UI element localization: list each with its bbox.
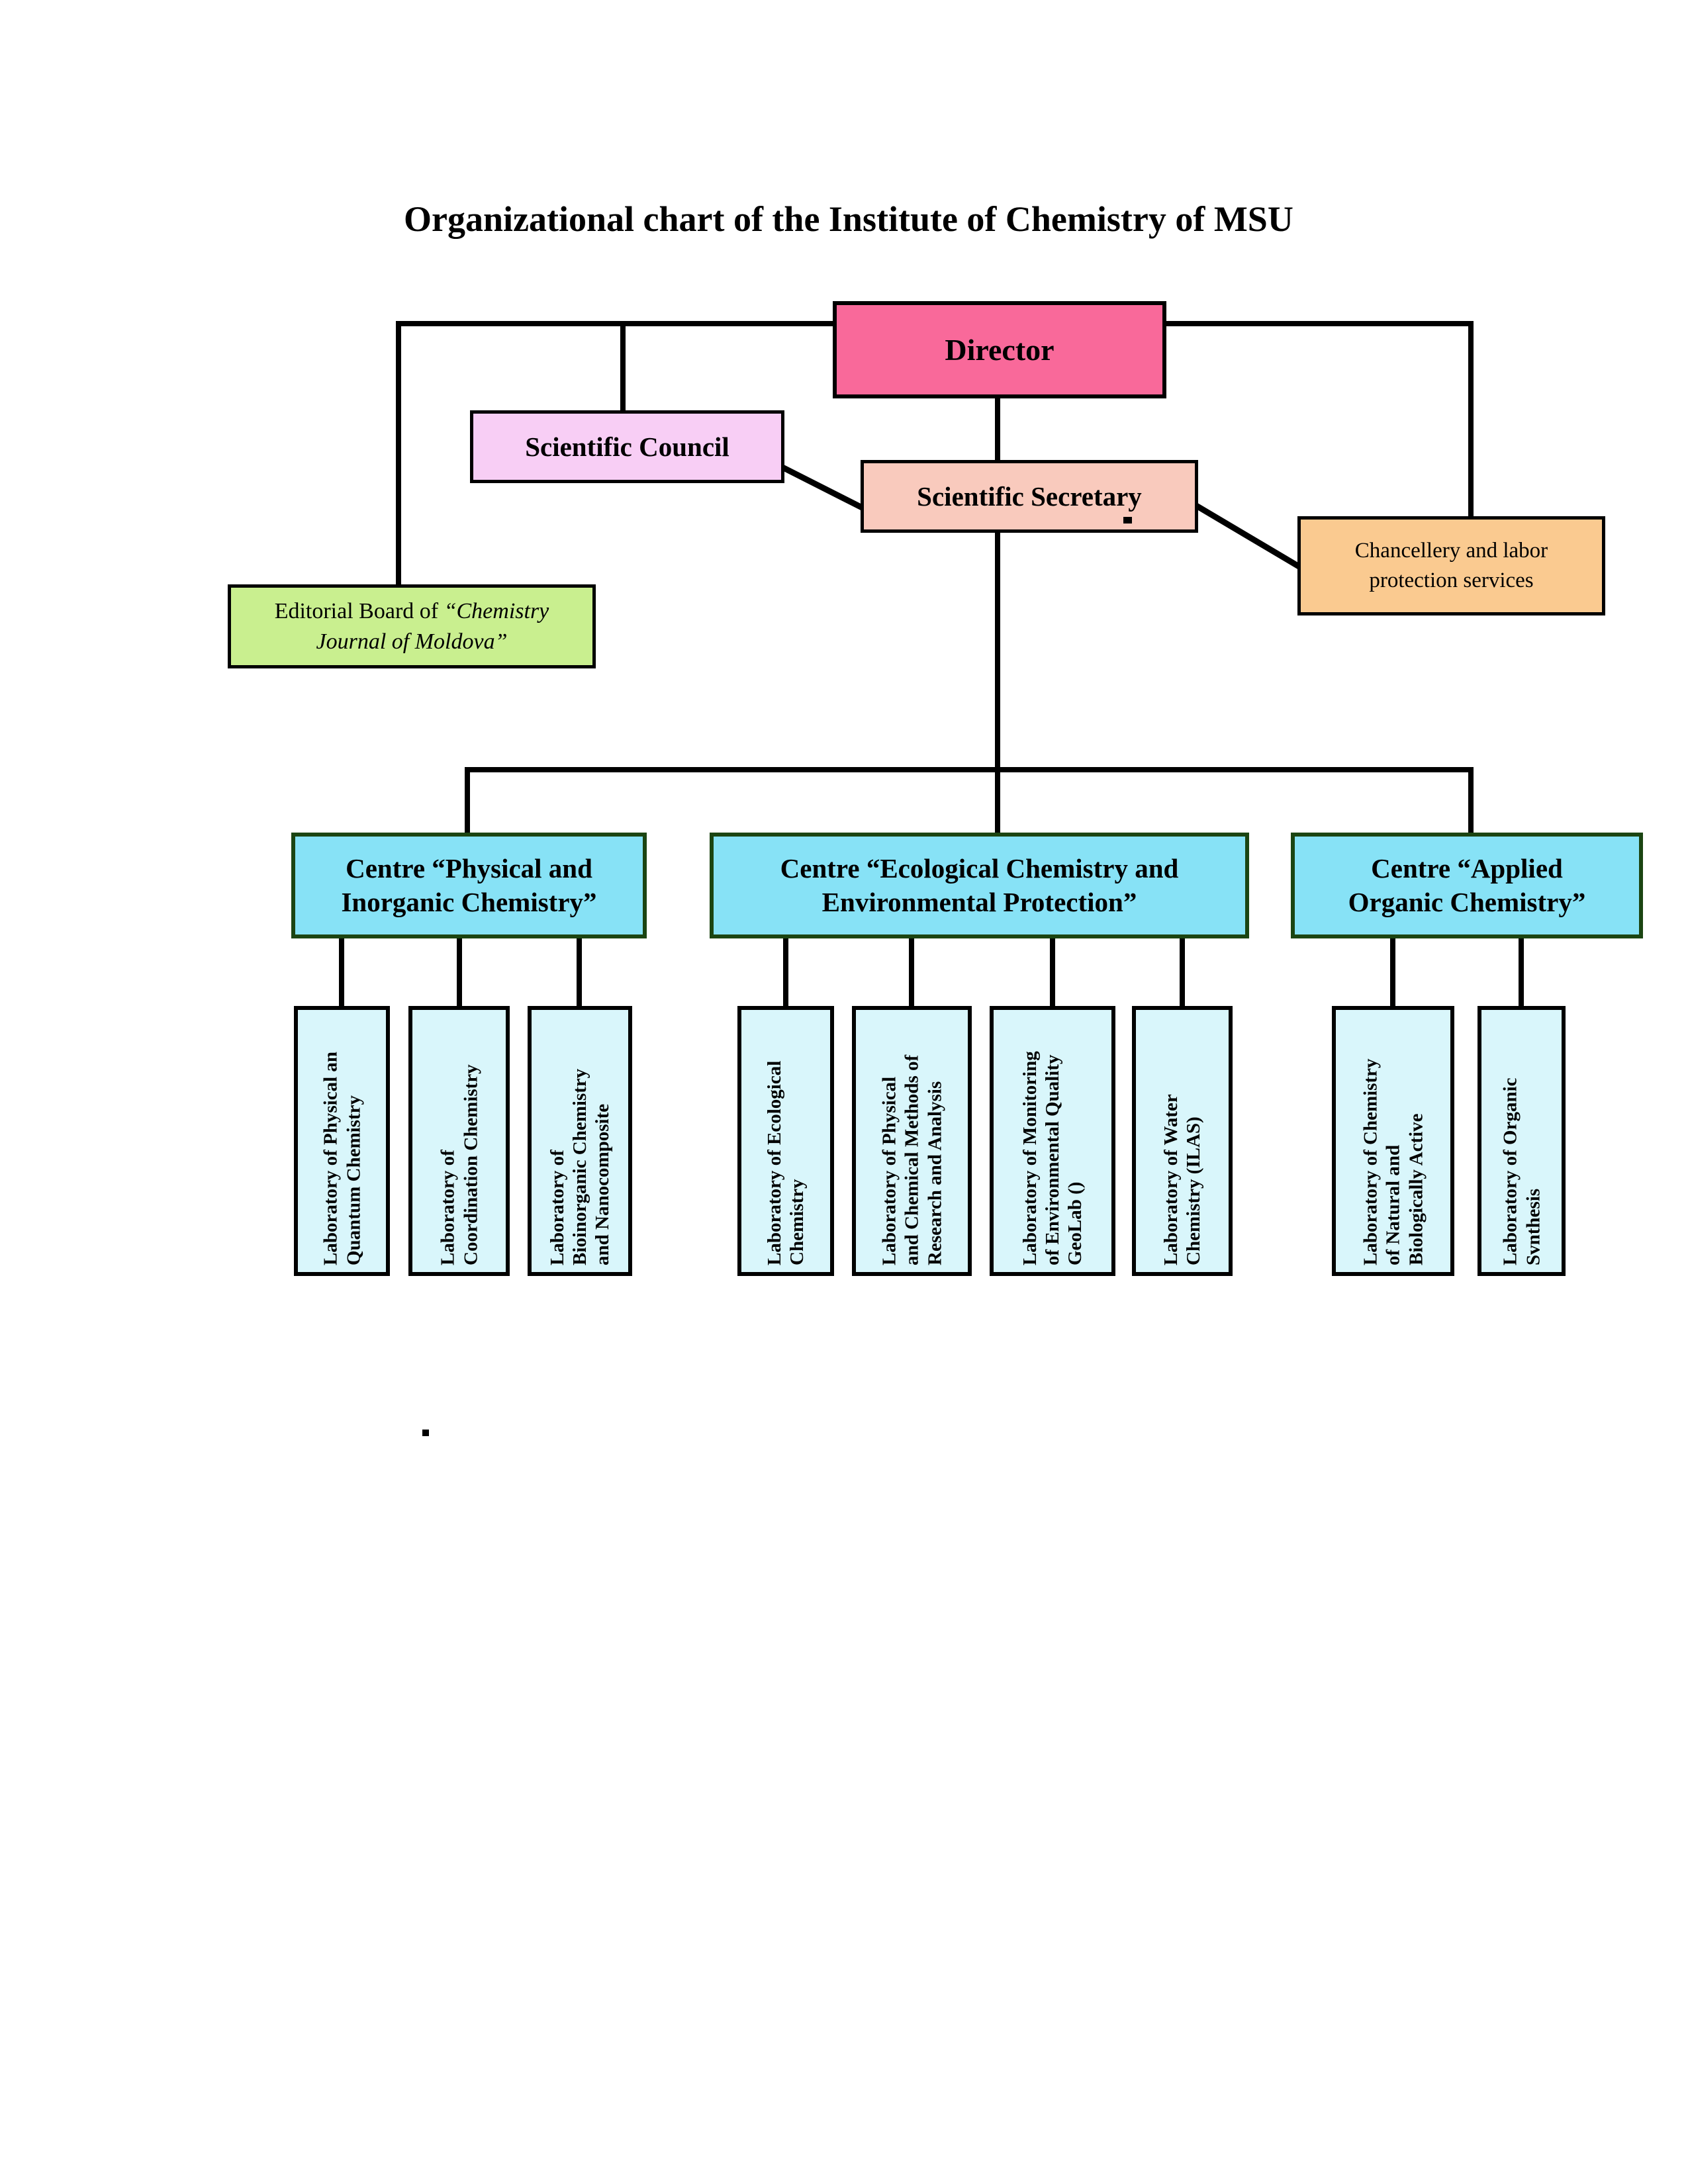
centre-label-line: Centre “Applied (1371, 852, 1563, 884)
centre-label-line: Organic Chemistry” (1348, 887, 1586, 917)
journal-title: “Chemistry Journal of Moldova” (316, 598, 549, 654)
scan-artifact-mark (1123, 517, 1132, 523)
page-title: Organizational chart of the Institute of… (404, 199, 1293, 239)
scientific-secretary-label: Scientific Secretary (917, 481, 1142, 512)
chancellery-label: Chancellery and labor protection service… (1354, 539, 1548, 592)
centre-applied-organic-box: Centre “Applied Organic Chemistry” (1291, 833, 1643, 938)
centre-physical-inorganic-box: Centre “Physical and Inorganic Chemistry… (291, 833, 647, 938)
connector-line (1188, 499, 1302, 570)
stray-period-mark (422, 1430, 429, 1436)
centre-ecological-box: Centre “Ecological Chemistry and Environ… (710, 833, 1249, 938)
chancellery-box: Chancellery and labor protection service… (1297, 516, 1605, 615)
scientific-council-label: Scientific Council (525, 432, 729, 462)
connector-line (774, 461, 877, 518)
scientific-council-box: Scientific Council (470, 410, 784, 483)
editorial-board-label: Editorial Board of “Chemistry Journal of… (274, 598, 549, 654)
centre-label-line: Inorganic Chemistry” (341, 887, 597, 917)
centre-label-line: Environmental Protection” (821, 887, 1137, 917)
centre-label-line: Centre “Physical and (346, 852, 592, 884)
editorial-board-box: Editorial Board of “Chemistry Journal of… (228, 584, 596, 668)
director-label: Director (945, 333, 1055, 367)
scientific-secretary-box: Scientific Secretary (861, 460, 1198, 533)
director-box: Director (833, 301, 1166, 398)
centre-label-line: Centre “Ecological Chemistry and (780, 852, 1179, 884)
